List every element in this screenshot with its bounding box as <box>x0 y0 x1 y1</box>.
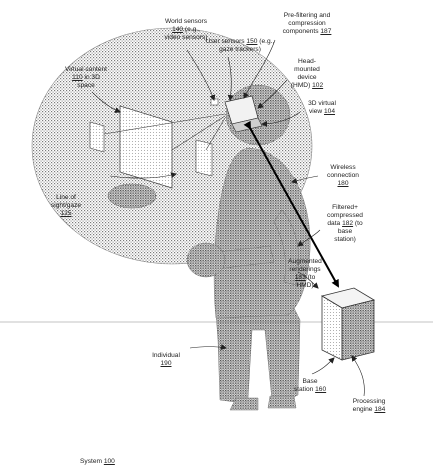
base-station-label: Base station 160 <box>293 378 327 393</box>
system-label: System 100 <box>80 458 115 465</box>
leader-lines <box>91 39 365 397</box>
line-of-sight-label: Line of sight/gaze 125 <box>50 194 82 217</box>
individual-label: Individual 190 <box>152 352 180 367</box>
prefilter-compression-label: Pre-filtering and compression components… <box>282 12 332 35</box>
world-sensors-label: World sensors 140 (e.g., video sensors) <box>164 18 208 41</box>
hmd-label: Head- mounted device (HMD) 102 <box>290 58 324 89</box>
wireless-connection-arrow <box>243 120 339 288</box>
wireless-connection-label: Wireless connection 180 <box>327 164 359 187</box>
user-sensors-label: User sensors 150 (e.g., gaze trackers) <box>205 38 275 53</box>
virtual-view-label: 3D virtual view 104 <box>308 100 336 115</box>
augmented-renderings-label: Augmented renderings 183 (to HMD) <box>288 258 322 289</box>
filtered-data-label: Filtered+ compressed data 182 (to base s… <box>327 204 363 243</box>
base-station-box <box>320 287 376 361</box>
virtual-content-label: Virtual content 110 in 3D space <box>64 66 108 89</box>
virtual-content-panels <box>89 105 213 209</box>
line-of-sight <box>103 113 226 151</box>
processing-engine-label: Processing engine 184 <box>352 398 386 413</box>
